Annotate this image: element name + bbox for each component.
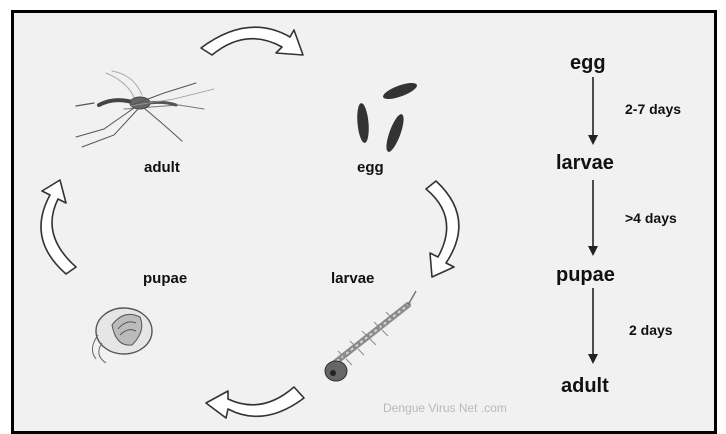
cycle-artwork — [14, 13, 714, 431]
eggs-illustration — [356, 80, 419, 154]
cycle-label-larvae: larvae — [331, 271, 374, 286]
watermark: Dengue Virus Net .com — [383, 401, 507, 415]
lifecycle-figure: adult egg pupae larvae egg larvae pupae … — [11, 10, 717, 434]
cycle-label-adult: adult — [144, 160, 180, 175]
cycle-arrow-egg-to-larvae — [426, 181, 459, 277]
adult-mosquito-illustration — [76, 71, 214, 147]
larva-illustration — [325, 291, 416, 381]
cycle-arrow-pupae-to-adult — [41, 180, 76, 274]
timeline-stage-pupae: pupae — [556, 265, 615, 285]
cycle-arrow-adult-to-egg — [201, 27, 303, 55]
duration-larvae-to-pupae: >4 days — [625, 211, 677, 225]
timeline-stage-adult: adult — [561, 376, 609, 396]
duration-pupae-to-adult: 2 days — [629, 323, 673, 337]
duration-egg-to-larvae: 2-7 days — [625, 102, 681, 116]
cycle-arrow-larvae-to-pupae — [206, 387, 304, 418]
pupa-illustration — [92, 308, 152, 363]
cycle-label-egg: egg — [357, 160, 384, 175]
timeline-stage-egg: egg — [570, 53, 606, 73]
timeline-stage-larvae: larvae — [556, 153, 614, 173]
cycle-label-pupae: pupae — [143, 271, 187, 286]
timeline-arrows — [588, 77, 598, 364]
